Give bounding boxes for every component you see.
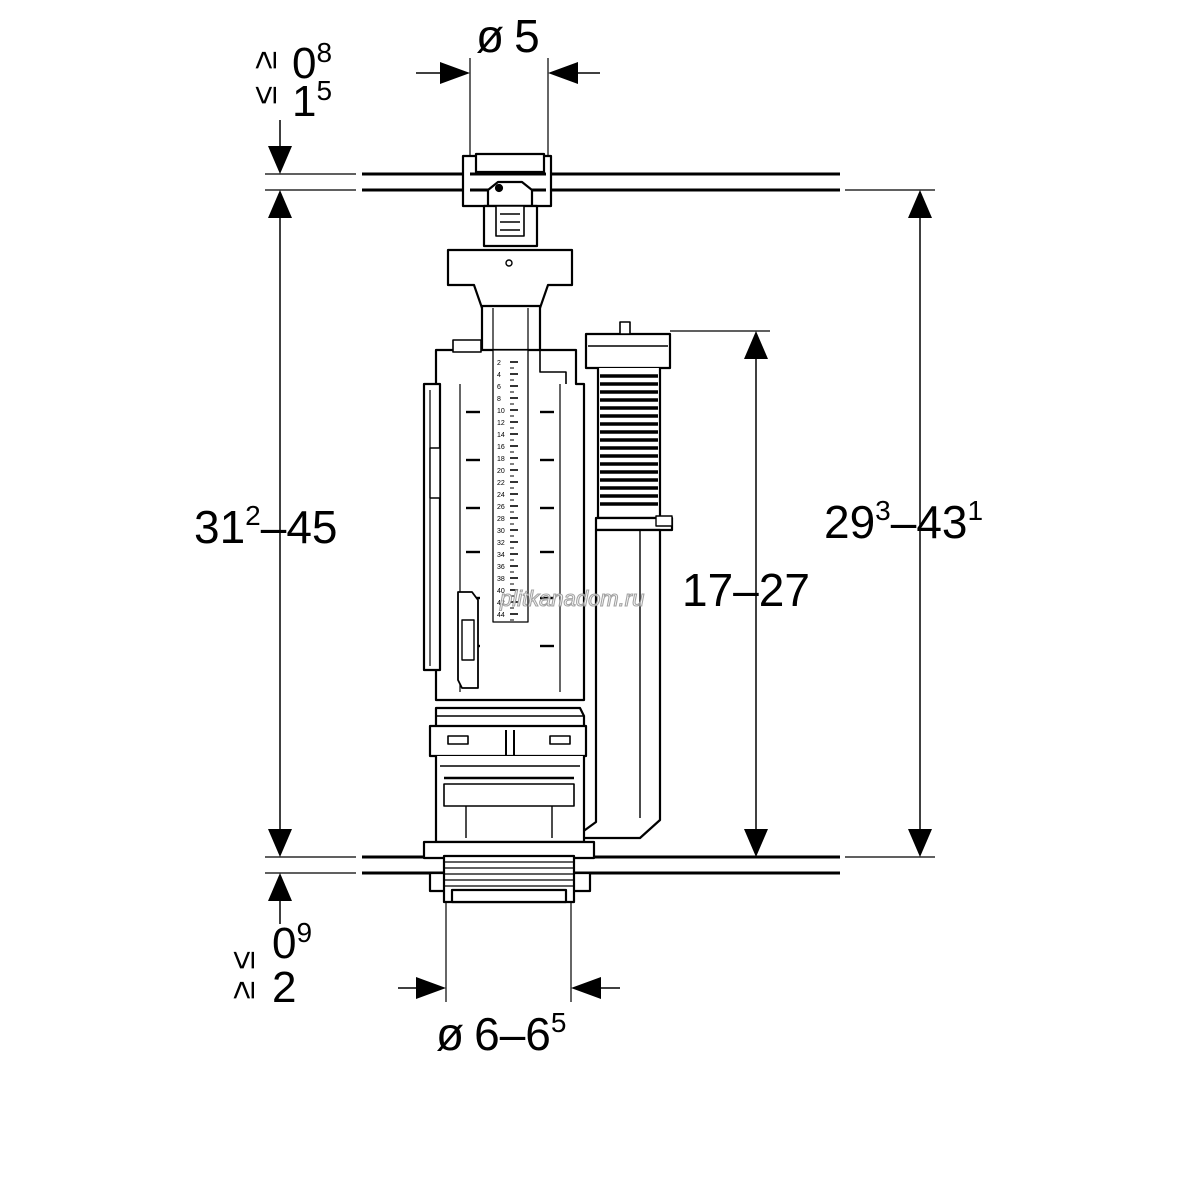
svg-text:08: 08: [292, 37, 332, 88]
bottom-thickness-label: ≤ ≥ 09 2: [224, 917, 312, 1012]
scale-tick-label: 6: [497, 384, 501, 391]
svg-text:≥: ≥: [224, 981, 262, 1000]
scale-tick-label: 2: [497, 360, 501, 367]
svg-text:09: 09: [272, 917, 312, 968]
scale-tick-label: 26: [497, 504, 505, 511]
scale-tick-label: 30: [497, 528, 505, 535]
overflow-height-label: 17–27: [682, 564, 810, 616]
right-height-label: 293–431: [824, 495, 983, 548]
extension-lines: [265, 58, 935, 1002]
scale-tick-label: 8: [497, 396, 501, 403]
svg-text:≤: ≤: [224, 951, 262, 970]
scale-tick-label: 18: [497, 456, 505, 463]
scale-tick-label: 42: [497, 600, 505, 607]
scale-tick-label: 36: [497, 564, 505, 571]
bottom-panel: [362, 855, 840, 875]
top-panel: [362, 172, 840, 192]
top-thickness-label: ≤ ≥ 08 15: [246, 37, 332, 126]
scale-tick-label: 4: [497, 372, 501, 379]
svg-text:2: 2: [272, 963, 296, 1012]
valve-body: [422, 152, 674, 904]
scale-tick-label: 10: [497, 408, 505, 415]
svg-text:≤: ≤: [246, 86, 284, 105]
scale-tick-label: 44: [497, 612, 505, 619]
scale-tick-label: 34: [497, 552, 505, 559]
svg-text:15: 15: [292, 75, 332, 126]
scale-tick-label: 40: [497, 588, 505, 595]
left-height-label: 312–45: [194, 500, 338, 553]
scale-tick-label: 22: [497, 480, 505, 487]
scale-tick-label: 32: [497, 540, 505, 547]
scale-tick-label: 12: [497, 420, 505, 427]
scale-tick-label: 24: [497, 492, 505, 499]
scale-tick-label: 28: [497, 516, 505, 523]
scale-tick-label: 38: [497, 576, 505, 583]
scale-tick-label: 14: [497, 432, 505, 439]
scale-tick-label: 20: [497, 468, 505, 475]
svg-text:≥: ≥: [246, 51, 284, 70]
scale-tick-label: 16: [497, 444, 505, 451]
dimension-arrows: [268, 62, 932, 999]
watermark: plitkanadom.ru: [499, 586, 644, 611]
